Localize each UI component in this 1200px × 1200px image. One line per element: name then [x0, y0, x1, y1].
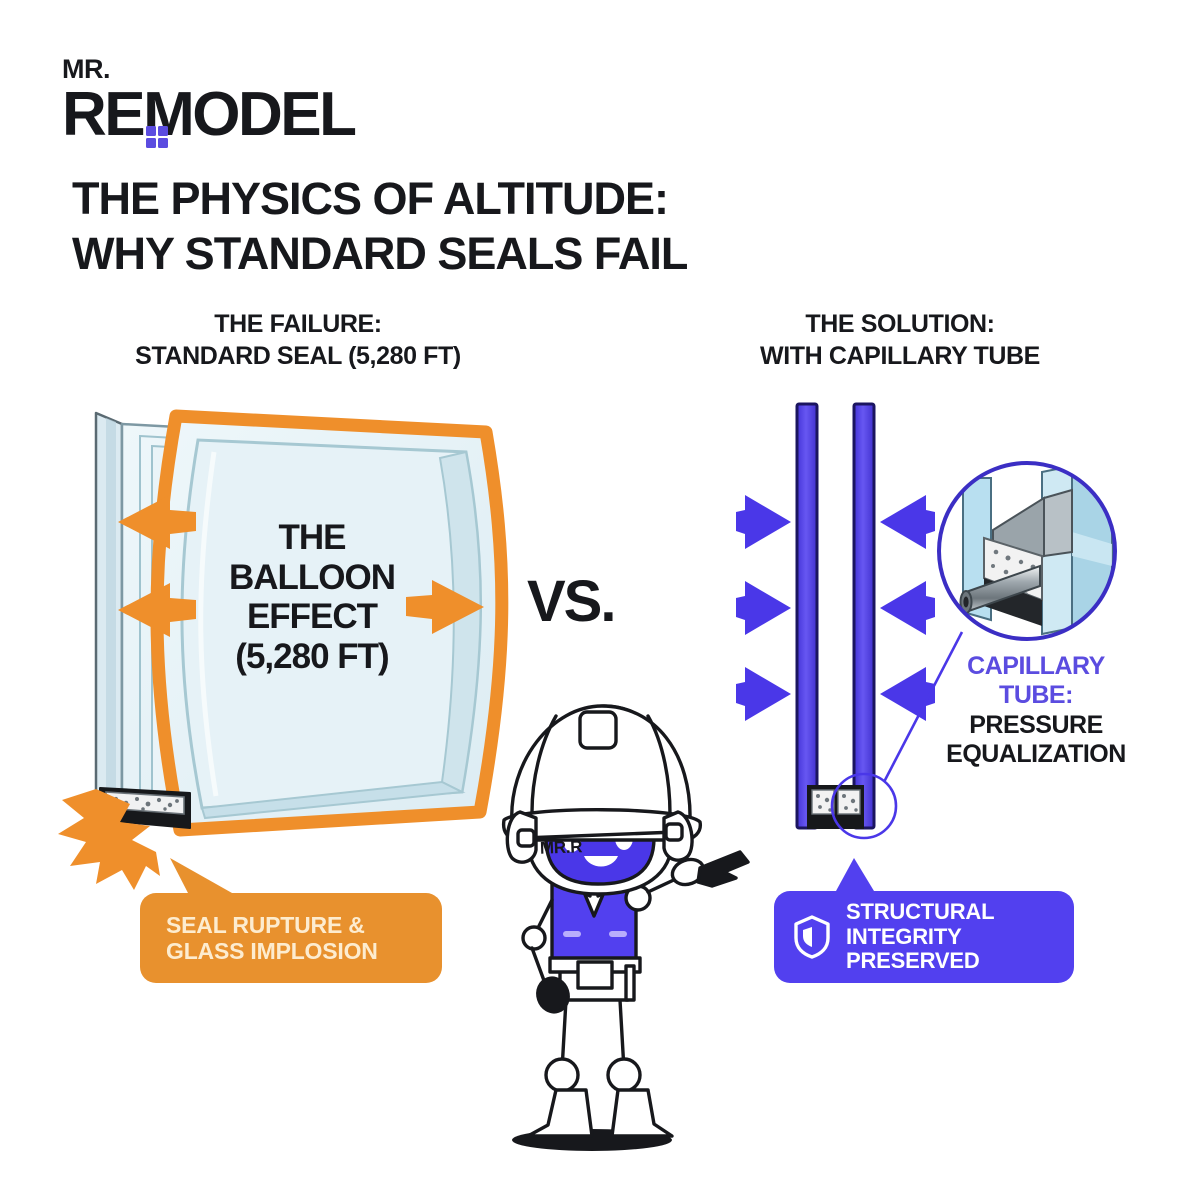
failure-banner-line-2: GLASS IMPLOSION [166, 938, 378, 964]
left-heading-line-1: THE FAILURE: [214, 310, 382, 338]
capillary-tube-magnifier [937, 461, 1117, 641]
shield-icon [794, 915, 830, 959]
magnifier-leader [830, 631, 964, 840]
orange-banner-tail [170, 858, 232, 893]
capillary-callout-line-3: PRESSURE [969, 710, 1103, 739]
right-window-diagram [736, 402, 1117, 840]
capillary-callout-line-2: TUBE: [999, 681, 1073, 710]
solution-left-pane [795, 402, 819, 830]
right-heading-line-1: THE SOLUTION: [805, 310, 995, 338]
window-spacer-desiccant [99, 787, 191, 829]
left-window-diagram [58, 409, 509, 890]
capillary-tube-callout: CAPILLARY TUBE: PRESSURE EQUALIZATION [905, 652, 1167, 769]
seal-rupture-burst-icon [58, 789, 160, 890]
left-column-heading: THE FAILURE: STANDARD SEAL (5,280 FT) [48, 308, 548, 372]
window-side-edge [94, 411, 124, 820]
page-title-line-1: THE PHYSICS OF ALTITUDE: [72, 173, 669, 224]
pressure-arrow-in-left-1 [736, 495, 791, 549]
right-column-heading: THE SOLUTION: WITH CAPILLARY TUBE [660, 308, 1140, 372]
purple-banner-tail [836, 858, 874, 891]
capillary-tube-icon [959, 564, 1041, 614]
solution-pressure-arrows-right [880, 495, 935, 721]
page-title-line-2: WHY STANDARD SEALS FAIL [72, 227, 688, 279]
balloon-label-line-4: (5,280 FT) [235, 636, 389, 676]
versus-label: VS. [527, 569, 616, 634]
balloon-effect-label: THE BALLOON EFFECT (5,280 FT) [178, 518, 446, 676]
solution-result-banner: STRUCTURAL INTEGRITY PRESERVED [774, 891, 1074, 983]
pressure-arrow-in-right-2 [880, 581, 935, 635]
mascot-robot [501, 704, 750, 1151]
balloon-label-line-2: BALLOON [228, 557, 396, 597]
balloon-label-line-1: THE [278, 518, 347, 557]
pressure-arrow-right [406, 580, 484, 634]
page-title: THE PHYSICS OF ALTITUDE: WHY STANDARD SE… [72, 172, 688, 282]
pressure-arrow-in-right-3 [880, 667, 935, 721]
pressure-arrow-in-left-3 [736, 667, 791, 721]
brand-name-wrap: REMODEL [62, 84, 357, 148]
failure-result-banner: SEAL RUPTURE & GLASS IMPLOSION [140, 893, 442, 983]
right-heading-line-2: WITH CAPILLARY TUBE [760, 342, 1040, 370]
brand-name: REMODEL [62, 80, 357, 149]
solution-banner-line-2: INTEGRITY [846, 923, 962, 949]
capillary-callout-line-1: CAPILLARY [967, 652, 1105, 680]
balloon-label-line-3: EFFECT [246, 597, 378, 637]
solution-banner-line-1: STRUCTURAL [846, 898, 995, 924]
pressure-arrow-left-bottom [118, 583, 196, 637]
left-heading-line-2: STANDARD SEAL (5,280 FT) [135, 342, 461, 370]
left-pressure-arrows [118, 495, 484, 637]
pressure-arrow-in-left-2 [736, 581, 791, 635]
brand-logo: MR. REMODEL [62, 54, 357, 148]
brand-prefix: MR. [62, 54, 110, 84]
window-bulged-front-pane [150, 409, 509, 837]
mascot-helmet-label: MR.R [539, 837, 583, 858]
capillary-callout-line-4: EQUALIZATION [946, 739, 1126, 768]
solution-right-pane [852, 402, 876, 830]
pressure-arrow-in-right-1 [880, 495, 935, 549]
solution-banner-line-3: PRESERVED [846, 948, 980, 974]
pressure-arrow-left-top [118, 495, 196, 549]
four-square-grid-icon [146, 126, 168, 148]
failure-banner-line-1: SEAL RUPTURE & [166, 912, 365, 939]
solution-pressure-arrows-left [736, 495, 791, 721]
